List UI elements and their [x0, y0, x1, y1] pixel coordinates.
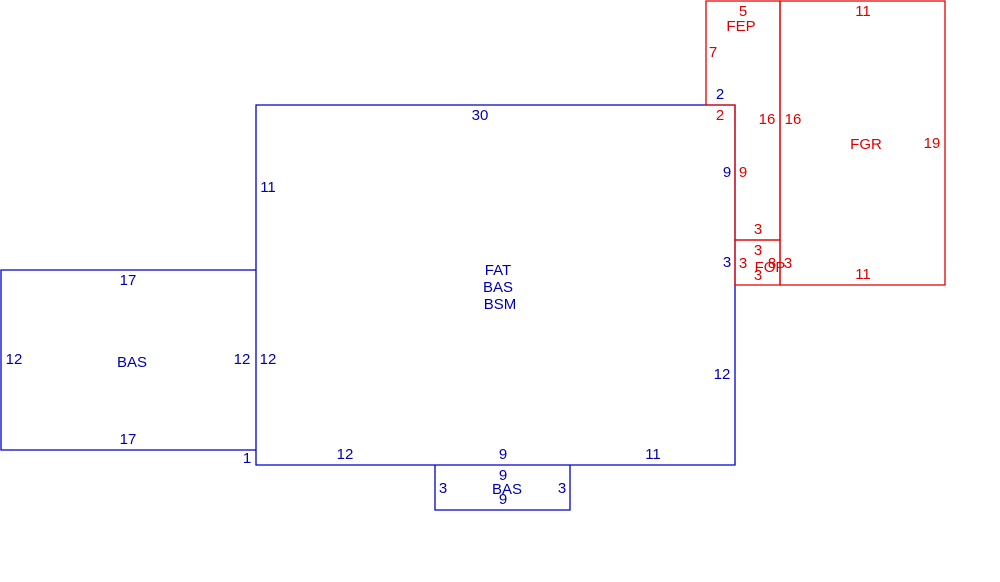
- dim-main-bottom-mid: 9: [499, 446, 507, 463]
- dim-main-right-mid: 3: [723, 254, 731, 271]
- bay-outline: [434, 465, 571, 511]
- left-wing-outline: [0, 269, 256, 451]
- dim-fep-right: 16: [759, 111, 776, 128]
- dim-fop-top-inner: 3: [754, 242, 762, 259]
- dim-fgr-right: 19: [924, 135, 941, 152]
- dim-fep-step-blue: 2: [716, 86, 724, 103]
- dim-left-left: 12: [6, 351, 23, 368]
- dim-main-bottom-right: 11: [645, 446, 661, 463]
- dim-bay-left: 3: [439, 480, 447, 497]
- dim-main-right-lower: 12: [714, 366, 731, 383]
- dim-main-bottom-left: 12: [337, 446, 354, 463]
- main-area-label-3: BSM: [484, 296, 517, 313]
- dim-fop-left: 3: [739, 255, 747, 272]
- main-area-label-2: BAS: [483, 279, 513, 296]
- main-area-label-1: FAT: [485, 262, 511, 279]
- dim-main-left-lower: 12: [260, 351, 277, 368]
- dim-main-right-upper: 9: [723, 164, 731, 181]
- garage-outline: [779, 0, 946, 286]
- dim-main-top: 30: [472, 107, 489, 124]
- dim-main-jog: 1: [243, 450, 251, 467]
- garage-label: FGR: [850, 136, 882, 153]
- dim-left-bottom: 17: [120, 431, 137, 448]
- enclosed-porch-label: FEP: [726, 18, 755, 35]
- open-porch-outline: [734, 239, 781, 286]
- dim-bay-right: 3: [558, 480, 566, 497]
- dim-left-top: 17: [120, 272, 137, 289]
- open-porch-label: FOP: [755, 259, 786, 276]
- left-wing-label: BAS: [117, 354, 147, 371]
- dim-main-left-upper: 11: [260, 179, 276, 196]
- dim-fep-left: 7: [709, 44, 717, 61]
- dim-fep-lower-right-side: 9: [739, 164, 747, 181]
- dim-left-right: 12: [234, 351, 251, 368]
- dim-fep-top: 5: [739, 3, 747, 20]
- dim-bay-top: 9: [499, 467, 507, 484]
- dim-fop-right: 3: [784, 255, 792, 272]
- dim-bay-bottom: 9: [499, 491, 507, 508]
- dim-fop-bottom: 3: [754, 267, 762, 284]
- dim-fgr-bottom: 11: [855, 266, 871, 283]
- dim-fep-step-red: 2: [716, 107, 724, 124]
- dim-fgr-left: 16: [785, 111, 802, 128]
- dim-fop-top: 3: [754, 221, 762, 238]
- bay-label: BAS: [492, 481, 522, 498]
- dim-fgr-top: 11: [855, 3, 871, 20]
- dim-fop-mid: 8: [768, 255, 776, 272]
- main-area-outline: [255, 104, 736, 466]
